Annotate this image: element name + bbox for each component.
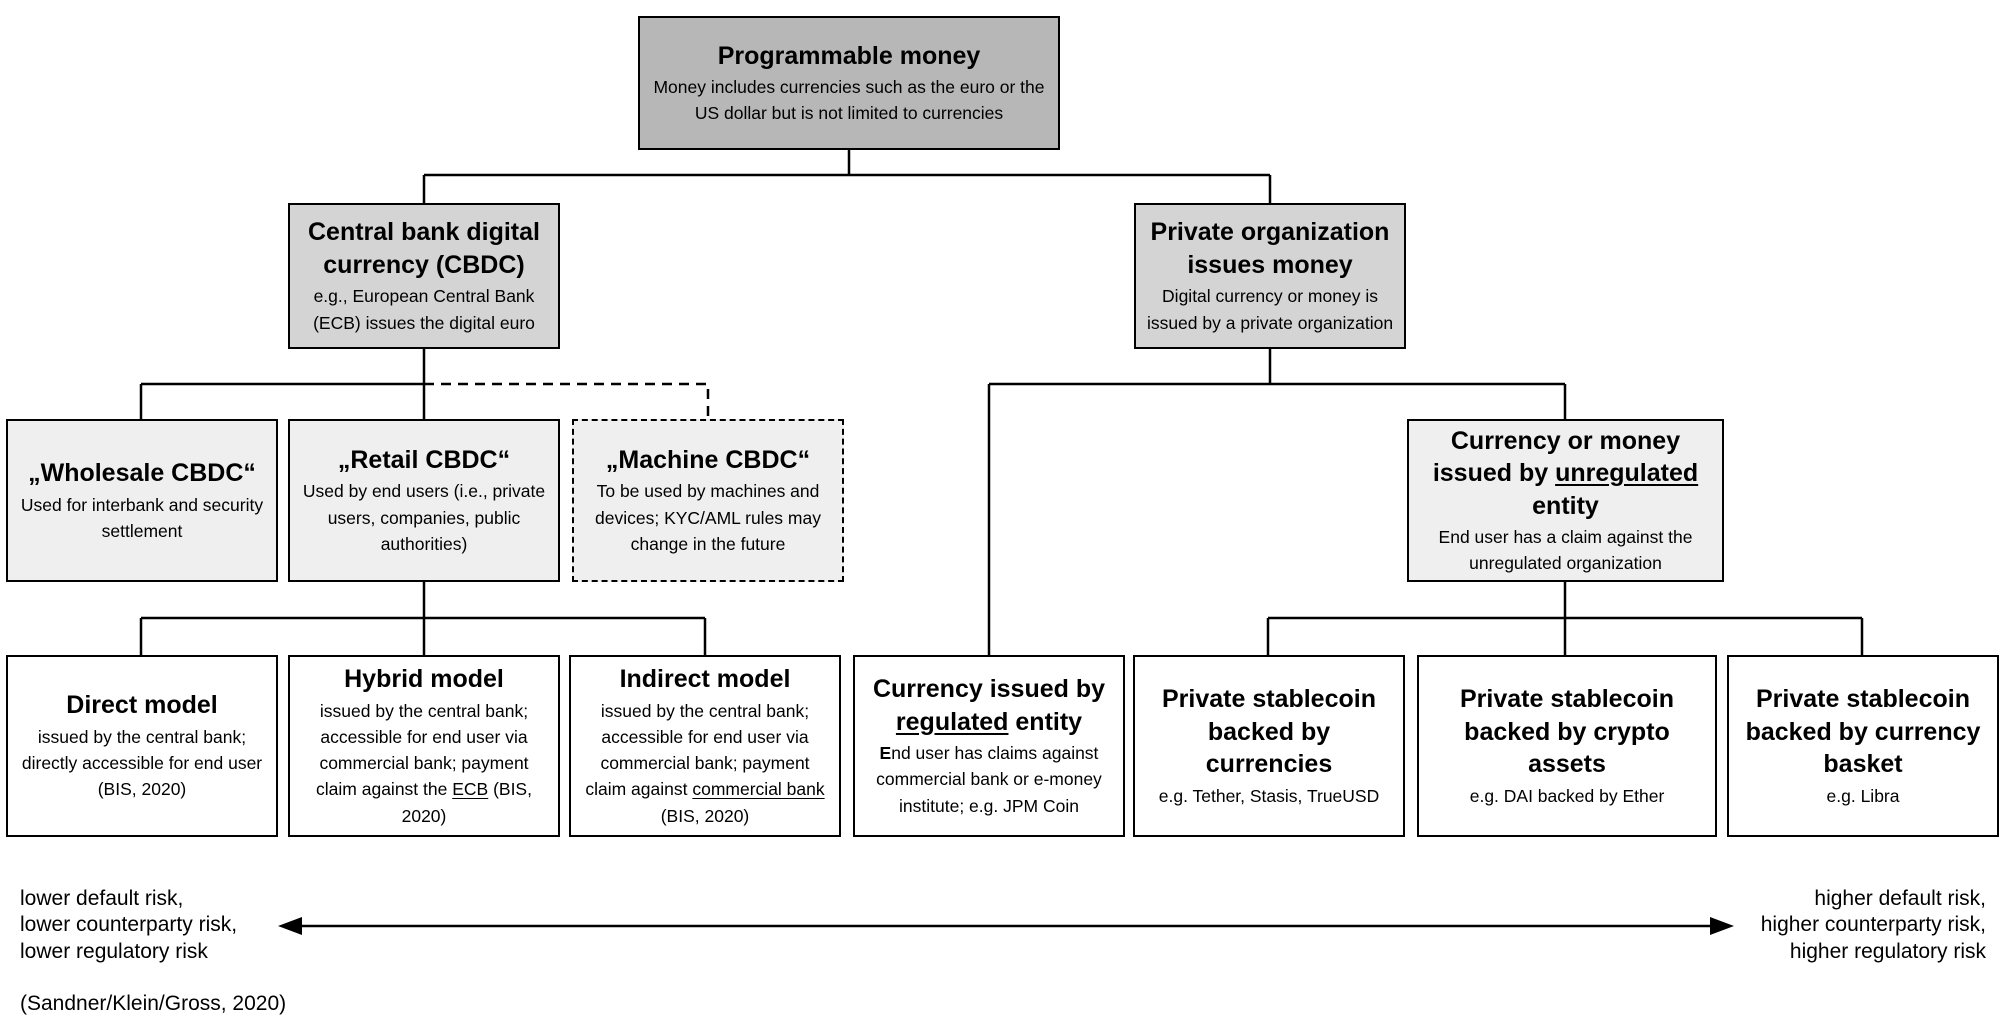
node-desc: issued by the central bank; directly acc…: [21, 726, 263, 800]
connector-cbdc: [139, 349, 426, 419]
source-citation: (Sandner/Klein/Gross, 2020): [20, 992, 287, 1015]
risk-low-line: lower default risk,: [20, 887, 184, 910]
connector-cbdc-machine: [424, 382, 710, 419]
node-desc: Money includes currencies such as the eu…: [653, 77, 1045, 124]
connector-retail: [139, 582, 707, 655]
node-title: Programmable money: [717, 41, 981, 70]
risk-high-line: higher regulatory risk: [1789, 939, 1986, 963]
node-stablecoin-crypto: Private stablecoin backed by crypto asse…: [1417, 655, 1717, 837]
node-wholesale-cbdc: „Wholesale CBDC“ Used for interbank and …: [6, 419, 278, 582]
node-title: Hybrid model: [344, 665, 504, 694]
node-desc: e.g. Tether, Stasis, TrueUSD: [1158, 785, 1380, 806]
node-title: „Retail CBDC“: [337, 445, 511, 474]
node-title: Private stablecoin backed by currencies: [1162, 685, 1376, 779]
connector-root: [422, 150, 1272, 203]
risk-low-line: lower counterparty risk,: [20, 913, 238, 937]
risk-high-line: higher default risk,: [1814, 887, 1986, 910]
connector-private: [987, 349, 1567, 655]
node-title: Direct model: [66, 691, 218, 720]
risk-low-label: lower default risk, lower counterparty r…: [20, 886, 237, 965]
node-desc: Used by end users (i.e., private users, …: [302, 481, 546, 554]
node-title: „Wholesale CBDC“: [28, 459, 256, 487]
node-title: Private stablecoin backed by currency ba…: [1745, 685, 1981, 779]
node-desc: e.g. DAI backed by Ether: [1469, 785, 1665, 806]
node-programmable-money: Programmable money Money includes curren…: [638, 16, 1060, 150]
node-desc: e.g., European Central Bank (ECB) issues…: [313, 286, 535, 333]
node-retail-cbdc: „Retail CBDC“ Used by end users (i.e., p…: [288, 419, 560, 582]
node-desc: To be used by machines and devices; KYC/…: [595, 481, 821, 554]
node-desc: End user has a claim against the unregul…: [1438, 527, 1693, 574]
node-title: „Machine CBDC“: [605, 445, 811, 474]
node-title: Private stablecoin backed by crypto asse…: [1460, 685, 1674, 779]
node-desc: Used for interbank and security settleme…: [20, 494, 264, 541]
node-regulated-entity: Currency issued by regulated entity End …: [853, 655, 1125, 837]
node-unregulated-entity: Currency or money issued by unregulated …: [1407, 419, 1724, 582]
node-indirect-model: Indirect model issued by the central ban…: [569, 655, 841, 837]
node-desc: End user has claims against commercial b…: [876, 743, 1102, 816]
node-direct-model: Direct model issued by the central bank;…: [6, 655, 278, 837]
node-desc: issued by the central bank; accessible f…: [316, 700, 532, 826]
node-desc: Digital currency or money is issued by a…: [1146, 286, 1394, 333]
node-title: Currency issued by regulated entity: [872, 675, 1106, 736]
node-stablecoin-basket: Private stablecoin backed by currency ba…: [1727, 655, 1999, 837]
risk-arrow: [278, 917, 1734, 935]
node-title: Private organization issues money: [1150, 218, 1390, 279]
risk-high-line: higher counterparty risk,: [1760, 913, 1986, 937]
node-desc: issued by the central bank; accessible f…: [585, 700, 825, 826]
node-desc: e.g. Libra: [1826, 785, 1900, 806]
node-title: Currency or money issued by unregulated …: [1432, 426, 1699, 520]
risk-low-line: lower regulatory risk: [20, 939, 208, 963]
node-hybrid-model: Hybrid model issued by the central bank;…: [288, 655, 560, 837]
risk-high-label: higher default risk, higher counterparty…: [1761, 886, 1986, 965]
connector-unregulated: [1266, 582, 1864, 655]
node-title: Indirect model: [619, 665, 791, 694]
node-stablecoin-currencies: Private stablecoin backed by currencies …: [1133, 655, 1405, 837]
node-title: Central bank digital currency (CBDC): [308, 218, 540, 279]
node-cbdc: Central bank digital currency (CBDC) e.g…: [288, 203, 560, 349]
node-private-organization: Private organization issues money Digita…: [1134, 203, 1406, 349]
node-machine-cbdc: „Machine CBDC“ To be used by machines an…: [572, 419, 844, 582]
